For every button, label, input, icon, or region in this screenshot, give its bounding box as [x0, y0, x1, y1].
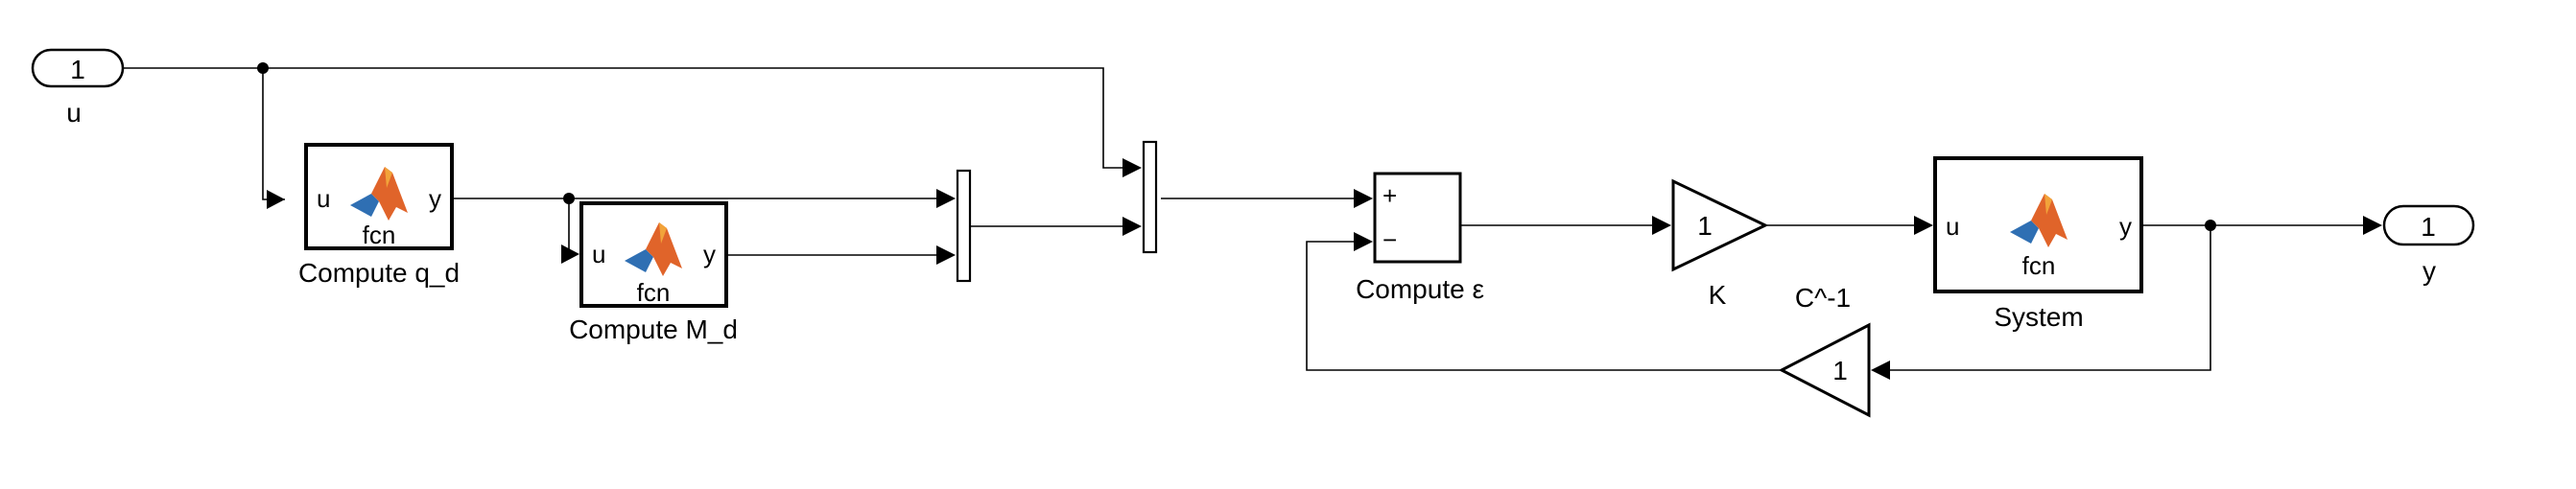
wire-u-to-mux2[interactable]	[263, 67, 1125, 169]
wire-feedback-to-sum[interactable]	[1306, 241, 1780, 371]
system-input-port: u	[1946, 212, 1959, 241]
gain-feedback-value: 1	[1832, 356, 1848, 385]
inport-u-shape[interactable]	[31, 48, 125, 88]
system-label: System	[1994, 302, 2083, 332]
compute-qd-function: fcn	[363, 221, 396, 249]
inport-u[interactable]: 1 u	[31, 48, 125, 128]
mux-u-qdmd[interactable]	[1142, 140, 1158, 254]
compute-md-label: Compute M_d	[569, 314, 738, 344]
arrowheads	[267, 158, 2382, 380]
system-output-port: y	[2119, 212, 2132, 241]
branch-point-u	[257, 62, 269, 74]
sum-box[interactable]	[1373, 172, 1462, 264]
gain-k-shape[interactable]	[1671, 178, 1769, 272]
inport-u-number: 1	[70, 55, 85, 84]
gain-k-label: K	[1709, 280, 1727, 310]
annotation-c-inverse: C^-1	[1795, 283, 1851, 313]
compute-md-output-port: y	[703, 240, 716, 268]
outport-y[interactable]: 1 y	[2382, 204, 2475, 286]
gain-feedback-block[interactable]: 1	[1778, 322, 1871, 418]
wire-u-to-compute-qd[interactable]	[262, 68, 285, 200]
branch-point-qd	[563, 193, 575, 204]
gain-k-value: 1	[1697, 211, 1713, 241]
system-block[interactable]: u y fcn System	[1933, 156, 2143, 332]
compute-md-input-port: u	[592, 240, 605, 268]
gain-k-block[interactable]: 1 K	[1671, 178, 1769, 310]
signal-lines	[123, 67, 2363, 371]
system-function: fcn	[2022, 251, 2056, 280]
inport-u-label: u	[66, 98, 82, 128]
compute-md-block[interactable]: u y fcn Compute M_d	[569, 201, 738, 344]
sum-plus-sign: +	[1383, 181, 1397, 210]
sum-block[interactable]: + − Compute ε	[1356, 172, 1484, 304]
compute-md-function: fcn	[637, 278, 671, 307]
outport-y-number: 1	[2421, 212, 2436, 242]
sum-minus-sign: −	[1383, 225, 1397, 254]
compute-qd-label: Compute q_d	[298, 258, 460, 288]
compute-qd-block[interactable]: u y fcn Compute q_d	[298, 143, 460, 288]
branch-point-y	[2205, 220, 2216, 231]
sum-label: Compute ε	[1356, 274, 1484, 304]
wire-feedback-to-gain[interactable]	[1890, 225, 2211, 371]
compute-qd-output-port: y	[429, 184, 441, 213]
system-box[interactable]	[1933, 156, 2143, 293]
gain-feedback-shape[interactable]	[1778, 322, 1871, 418]
mux-qd-md[interactable]	[956, 169, 972, 283]
wire-qd-to-compute-md[interactable]	[565, 198, 570, 255]
outport-y-label: y	[2422, 256, 2436, 286]
compute-qd-input-port: u	[317, 184, 330, 213]
outport-y-shape[interactable]	[2382, 204, 2475, 246]
